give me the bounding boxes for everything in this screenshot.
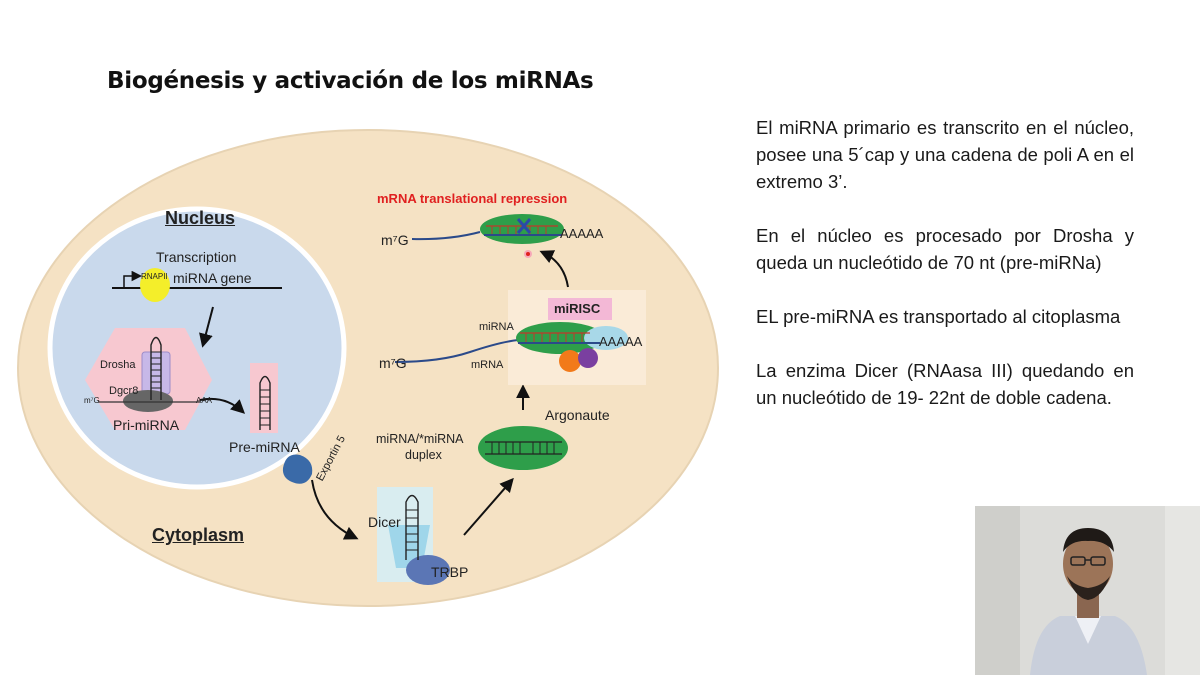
m7g-label-mirisc: m⁷G	[379, 355, 407, 371]
drosha-label: Drosha	[100, 359, 136, 371]
dicer-label: Dicer	[368, 514, 401, 530]
pre-mirna-label: Pre-miRNA	[229, 439, 300, 455]
rnapii-label: RNAPII	[141, 272, 168, 281]
duplex-label-line2: duplex	[405, 448, 442, 462]
repression-title: mRNA translational repression	[377, 191, 568, 206]
mirisc-label: miRISC	[554, 301, 601, 316]
trbp-label: TRBP	[431, 564, 469, 580]
poly-a-label-repression: AAAAA	[560, 226, 604, 241]
duplex-label-line1: miRNA/*miRNA	[376, 432, 464, 446]
paragraph-drosha: En el núcleo es procesado por Drosha y q…	[756, 225, 1134, 273]
pri-mirna-label: Pri-miRNA	[113, 417, 180, 433]
paragraph-transport: EL pre-miRNA es transportado al citoplas…	[756, 306, 1121, 327]
transcription-label: Transcription	[156, 249, 237, 265]
paragraph-dicer: La enzima Dicer (RNAasa III) quedando en…	[756, 360, 1134, 408]
argonaute-duplex	[478, 426, 568, 470]
nucleus-label: Nucleus	[165, 208, 236, 228]
mrna-label: mRNA	[471, 359, 504, 371]
dgcr8-label: Dgcr8	[109, 385, 139, 397]
m7g-label-repression: m⁷G	[381, 232, 409, 248]
presenter-figure	[975, 506, 1200, 675]
block-x-mark	[516, 218, 532, 234]
diagram-graphics	[17, 129, 719, 607]
rnapii-enzyme	[140, 268, 170, 302]
exportin-5	[282, 454, 313, 484]
mirna-gene-label: miRNA gene	[173, 270, 252, 286]
explanation-text: El miRNA primario es transcrito en el nú…	[756, 114, 1134, 411]
trbp-protein	[406, 555, 450, 585]
paragraph-primary-mirna: El miRNA primario es transcrito en el nú…	[756, 117, 1134, 192]
presenter-video-thumbnail	[975, 506, 1200, 675]
pre-mirna-box	[250, 363, 278, 433]
slide-title: Biogénesis y activación de los miRNAs	[107, 68, 594, 94]
mirisc-complex	[516, 322, 604, 354]
mirisc-label-box	[548, 298, 612, 320]
aaa-small-label: AAA	[196, 396, 213, 405]
mirna-biogenesis-diagram: Nucleus Transcription RNAPII miRNA gene …	[17, 129, 719, 607]
mirna-label: miRNA	[479, 321, 514, 333]
cytoplasm-label: Cytoplasm	[152, 525, 245, 545]
m7g-small-label: m⁷G	[84, 396, 100, 405]
poly-a-label-mirisc: AAAAA	[599, 334, 643, 349]
argonaute-label: Argonaute	[545, 407, 610, 423]
